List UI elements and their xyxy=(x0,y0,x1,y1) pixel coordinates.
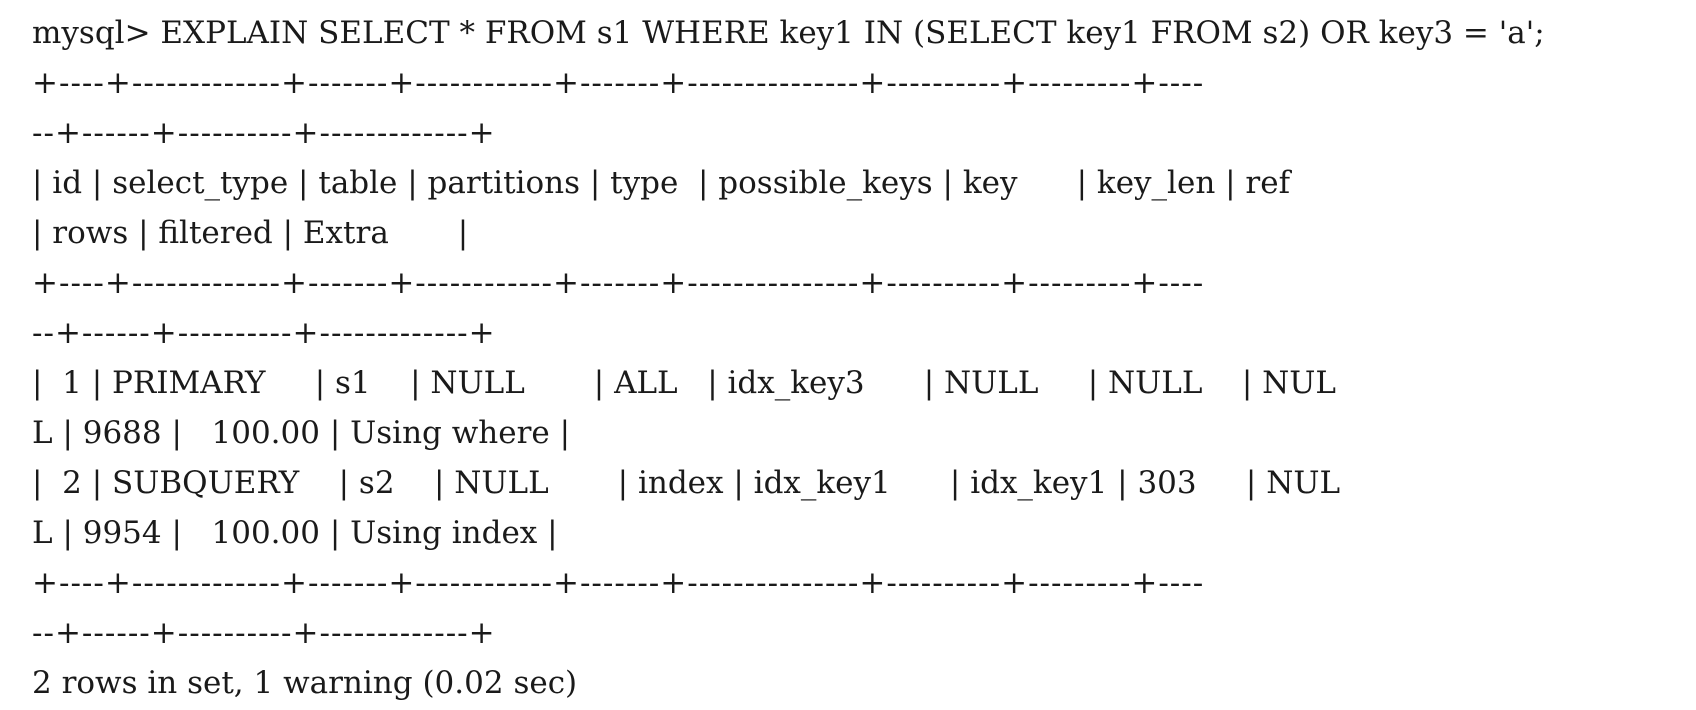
table-top-border-wrap: --+------+----------+-------------+ xyxy=(32,115,496,151)
table-row: | 1 | PRIMARY | s1 | NULL | ALL | idx_ke… xyxy=(32,365,1336,401)
sql-command-line: mysql> EXPLAIN SELECT * FROM s1 WHERE ke… xyxy=(32,15,1545,51)
table-bottom-border-wrap: --+------+----------+-------------+ xyxy=(32,615,496,651)
result-summary: 2 rows in set, 1 warning (0.02 sec) xyxy=(32,665,578,701)
table-row-wrap: L | 9688 | 100.00 | Using where | xyxy=(32,415,571,451)
table-row: | 2 | SUBQUERY | s2 | NULL | index | idx… xyxy=(32,465,1341,501)
table-top-border: +----+-------------+-------+------------… xyxy=(32,65,1205,101)
table-header-row-wrap: | rows | filtered | Extra | xyxy=(32,215,469,251)
terminal-output: mysql> EXPLAIN SELECT * FROM s1 WHERE ke… xyxy=(32,8,1672,708)
table-bottom-border: +----+-------------+-------+------------… xyxy=(32,565,1205,601)
table-header-border: +----+-------------+-------+------------… xyxy=(32,265,1205,301)
table-header-border-wrap: --+------+----------+-------------+ xyxy=(32,315,496,351)
table-row-wrap: L | 9954 | 100.00 | Using index | xyxy=(32,515,558,551)
table-header-row: | id | select_type | table | partitions … xyxy=(32,165,1291,201)
